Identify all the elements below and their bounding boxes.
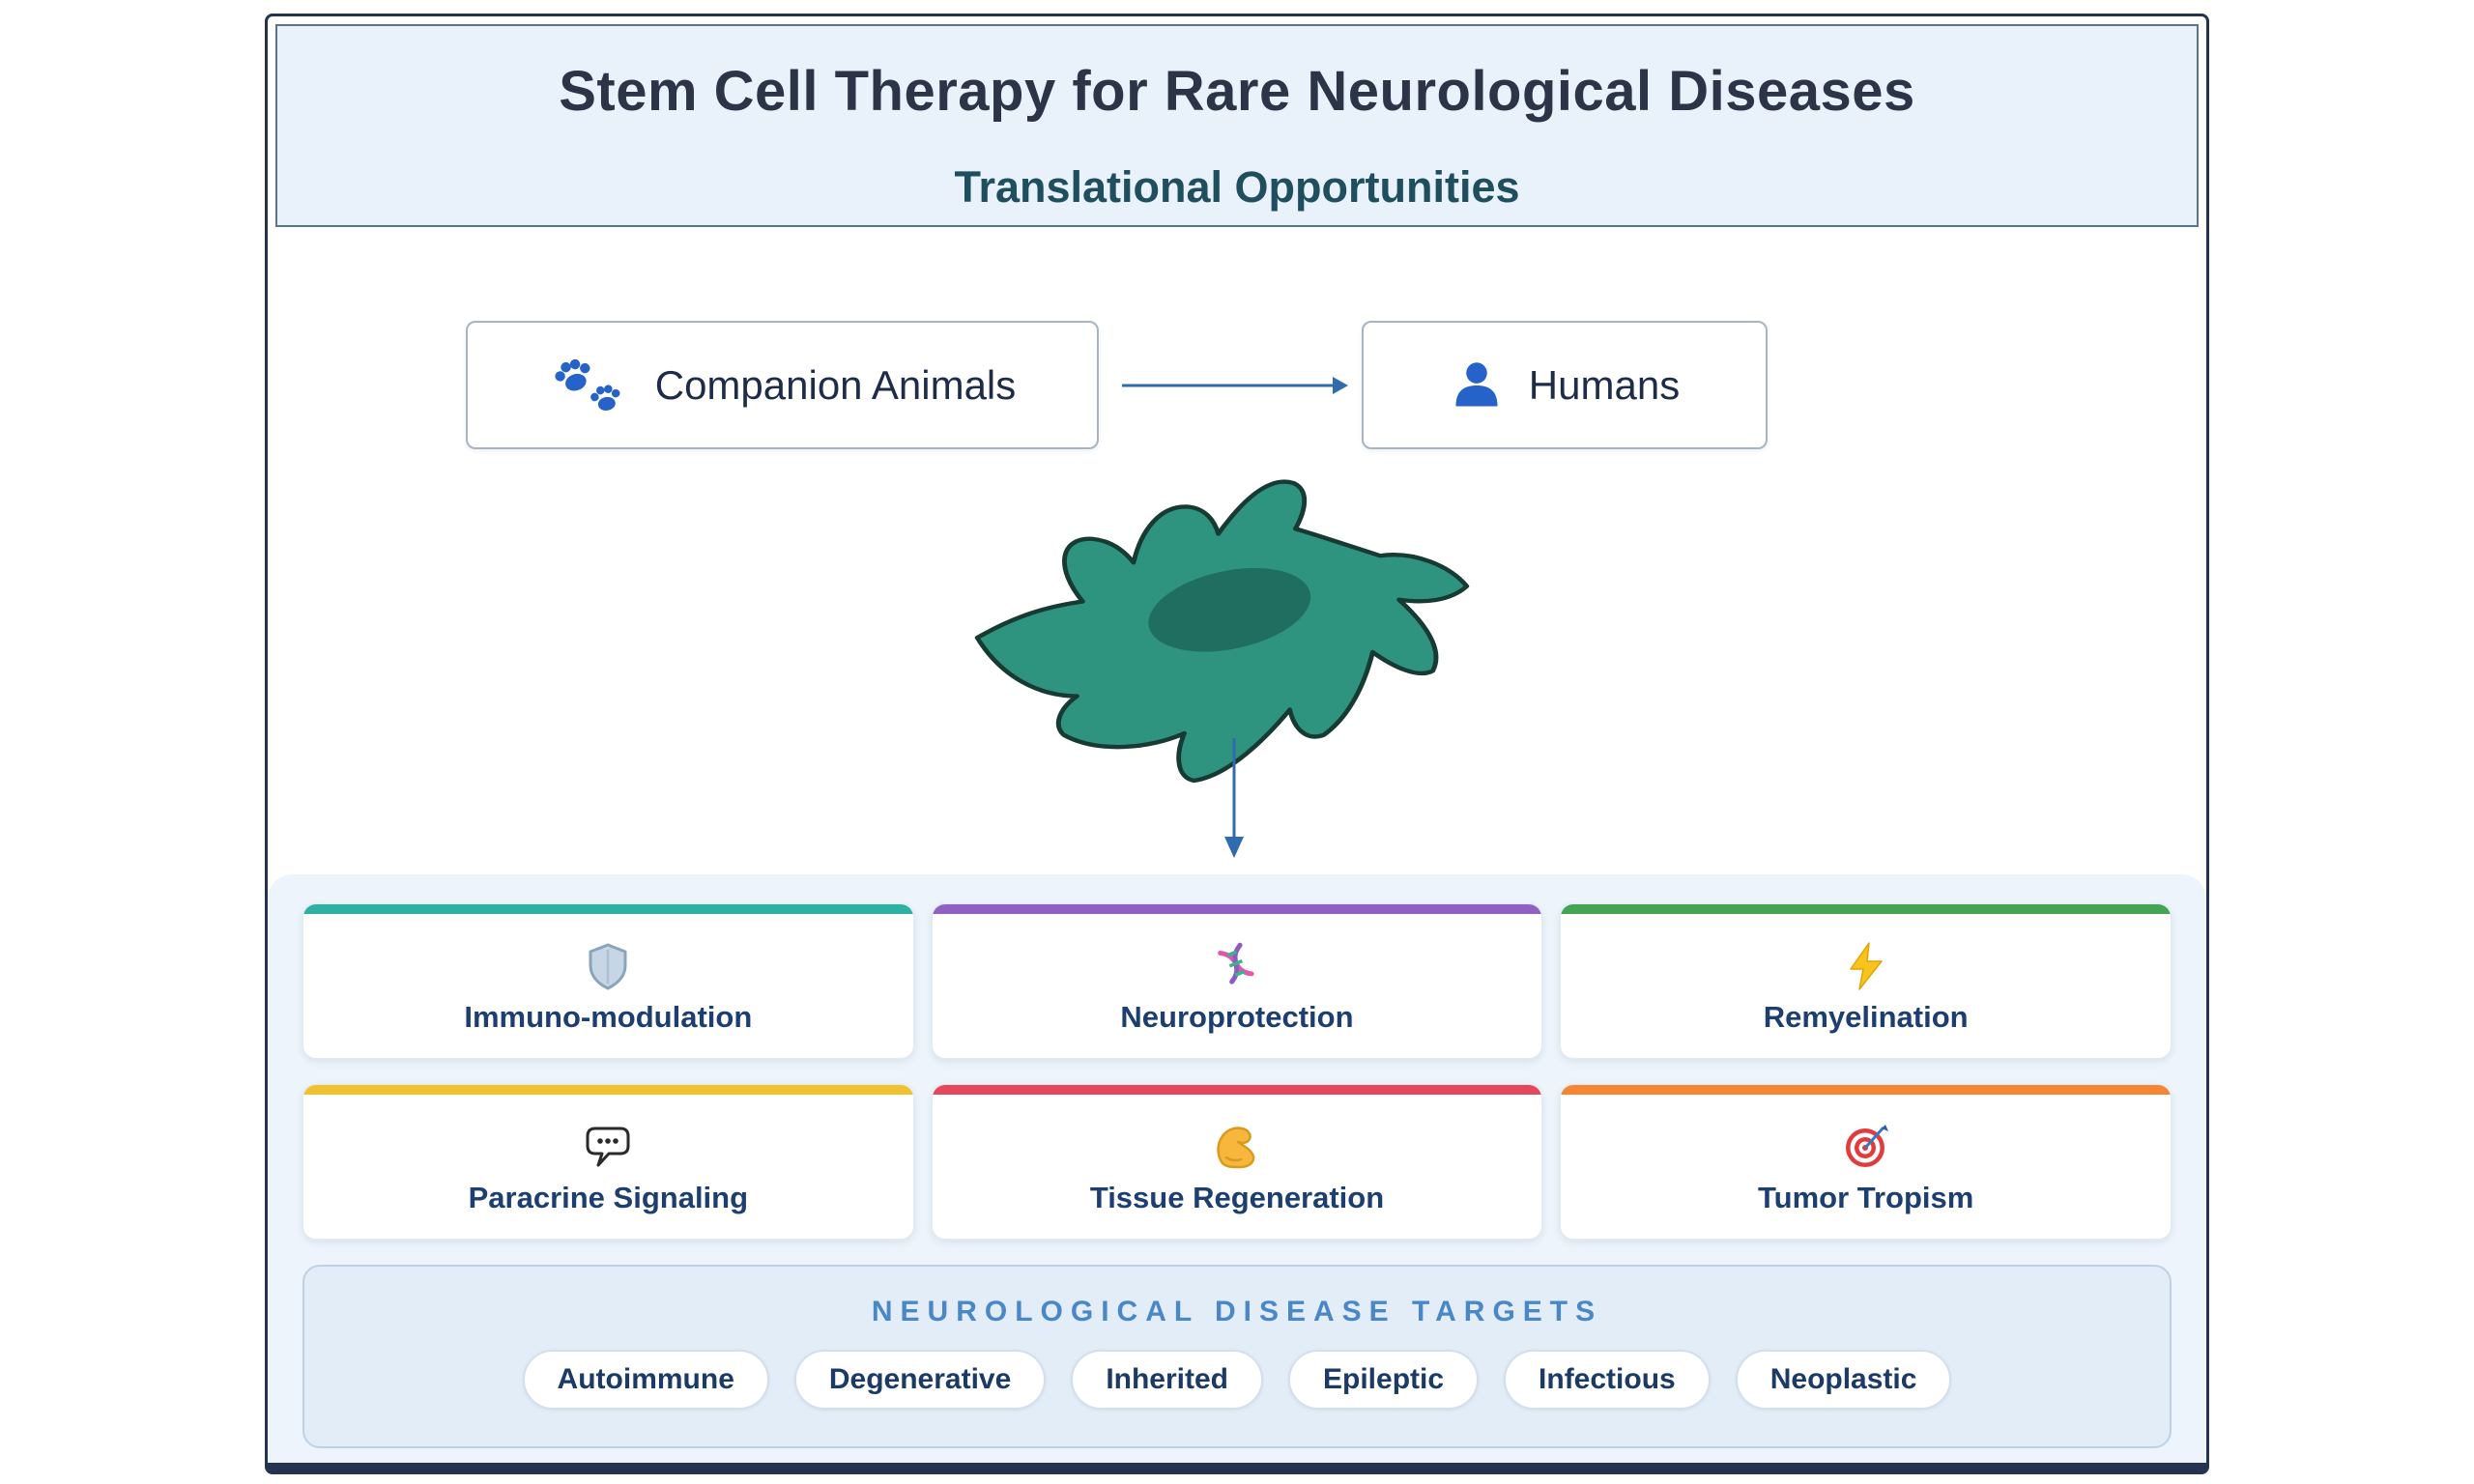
speech-bubble-icon xyxy=(586,1127,630,1166)
card-label: Paracrine Signaling xyxy=(468,1180,749,1214)
mechanism-cards-grid: Immuno-modulation Neuropr xyxy=(302,903,2172,1240)
flexed-biceps-icon xyxy=(1217,1126,1255,1168)
card-accent-bar xyxy=(1561,904,2171,914)
lightning-icon xyxy=(1849,941,1883,990)
target-icon xyxy=(1845,1124,1888,1167)
pill-autoimmune: Autoimmune xyxy=(522,1350,769,1410)
companion-animals-label: Companion Animals xyxy=(654,361,1017,408)
shield-icon xyxy=(589,943,627,989)
figure-container: Stem Cell Therapy for Rare Neurological … xyxy=(265,14,2209,1474)
pill-infectious: Infectious xyxy=(1504,1350,1711,1410)
pill-epileptic: Epileptic xyxy=(1288,1350,1480,1410)
header: Stem Cell Therapy for Rare Neurological … xyxy=(275,24,2199,227)
card-accent-bar xyxy=(303,904,913,914)
card-label: Remyelination xyxy=(1763,999,1969,1034)
translation-arrow xyxy=(1122,377,1348,394)
pill-inherited: Inherited xyxy=(1071,1350,1263,1410)
companion-animals-box: Companion Animals xyxy=(466,321,1099,449)
card-label: Immuno-modulation xyxy=(464,999,753,1034)
card-tumor-tropism: Tumor Tropism xyxy=(1560,1084,2172,1240)
card-accent-bar xyxy=(932,1085,1542,1095)
card-paracrine-signaling: Paracrine Signaling xyxy=(302,1084,914,1240)
disease-targets-box: NEUROLOGICAL DISEASE TARGETS Autoimmune … xyxy=(302,1265,2172,1448)
mechanisms-panel: Immuno-modulation Neuropr xyxy=(268,874,2206,1463)
person-icon xyxy=(1455,361,1498,407)
pill-neoplastic: Neoplastic xyxy=(1735,1350,1952,1410)
card-tissue-regeneration: Tissue Regeneration xyxy=(931,1084,1543,1240)
downward-arrow xyxy=(1224,738,1244,858)
card-label: Neuroprotection xyxy=(1120,999,1354,1034)
card-accent-bar xyxy=(932,904,1542,914)
stem-cell-illustration xyxy=(974,479,1470,784)
figure-subtitle: Translational Opportunities xyxy=(954,162,1520,212)
disease-targets-heading: NEUROLOGICAL DISEASE TARGETS xyxy=(871,1296,1603,1327)
pill-degenerative: Degenerative xyxy=(793,1350,1047,1410)
card-accent-bar xyxy=(1561,1085,2171,1095)
card-label: Tumor Tropism xyxy=(1758,1180,1974,1214)
paw-prints-icon xyxy=(555,358,620,411)
dna-icon xyxy=(1218,942,1254,985)
card-remyelination: Remyelination xyxy=(1560,903,2172,1059)
card-neuroprotection: Neuroprotection xyxy=(931,903,1543,1059)
figure-title: Stem Cell Therapy for Rare Neurological … xyxy=(559,60,1915,123)
disease-targets-pills: Autoimmune Degenerative Inherited Epilep… xyxy=(304,1350,2170,1410)
card-label: Tissue Regeneration xyxy=(1089,1180,1385,1214)
humans-box: Humans xyxy=(1362,321,1768,449)
card-accent-bar xyxy=(303,1085,913,1095)
card-immuno-modulation: Immuno-modulation xyxy=(302,903,914,1059)
humans-label: Humans xyxy=(1528,361,1681,408)
